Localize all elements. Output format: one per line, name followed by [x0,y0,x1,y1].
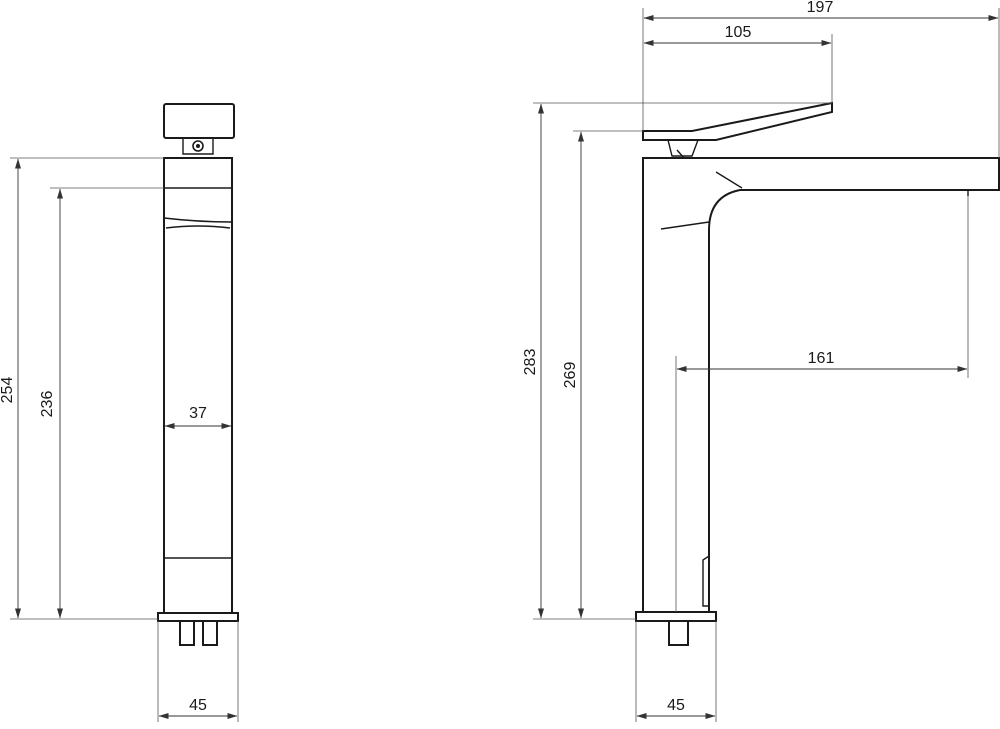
front-mounting-leg-left [179,620,195,646]
front-dim-spout-height: 236 [39,391,56,418]
front-dim-body-width: 37 [189,405,207,422]
side-mounting-leg [668,620,689,646]
front-base-plate [157,612,239,622]
front-handle-stem [182,138,214,155]
front-dim-total-height: 254 [0,377,16,404]
side-dim-base-width: 45 [667,697,685,714]
front-mounting-leg-right [202,620,218,646]
side-dim-handle-reach: 105 [725,24,752,41]
side-dim-total-reach: 197 [807,0,834,16]
side-body-outline [642,157,1000,613]
side-lever-handle [642,101,833,141]
front-view: 254 236 37 45 [0,103,239,722]
side-dim-handle-height: 269 [562,362,579,389]
front-handle-knob [163,103,235,139]
side-base-plate [635,611,717,622]
side-dim-spout-reach: 161 [808,350,835,367]
side-dim-total-height: 283 [522,349,539,376]
side-view: 197 105 283 269 161 45 [522,0,1000,722]
front-dim-base-width: 45 [189,697,207,714]
side-cartridge [667,139,699,157]
side-waste-knob [702,554,710,607]
